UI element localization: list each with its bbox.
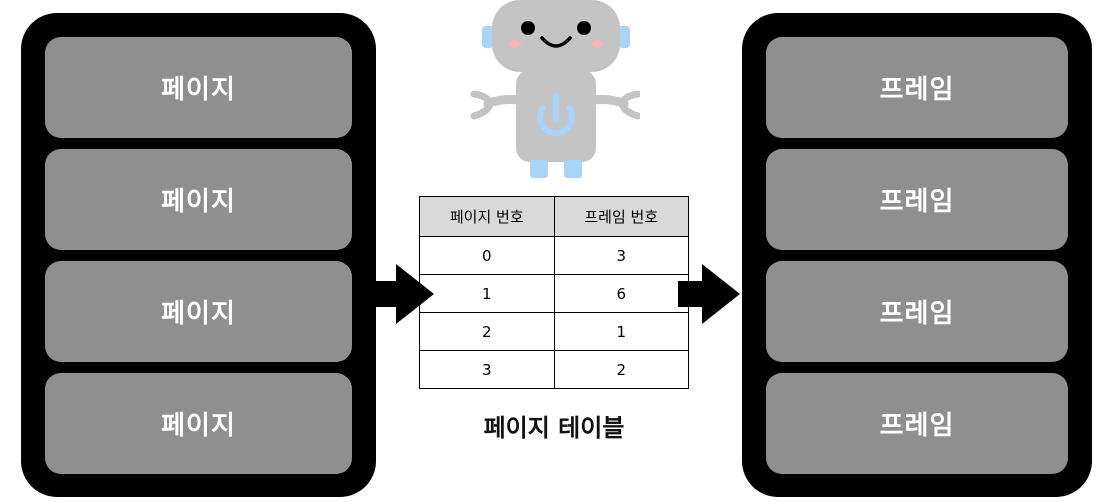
- arrow-right-icon: [372, 264, 434, 324]
- page-block: 페이지: [45, 373, 352, 474]
- page-number-cell: 0: [419, 236, 555, 275]
- frame-block: 프레임: [766, 37, 1068, 138]
- table-row: 3 2: [419, 350, 689, 389]
- page-number-cell: 1: [419, 274, 555, 313]
- pages-panel: 페이지 페이지 페이지 페이지: [21, 13, 376, 497]
- table-row: 0 3: [419, 236, 689, 275]
- frame-number-cell: 6: [553, 274, 689, 313]
- page-table: 페이지 번호 프레임 번호 0 3 1 6 2 1 3 2: [419, 196, 689, 389]
- column-header: 페이지 번호: [419, 196, 555, 237]
- frame-number-cell: 2: [553, 350, 689, 389]
- page-block: 페이지: [45, 149, 352, 250]
- column-header: 프레임 번호: [553, 196, 689, 237]
- page-block: 페이지: [45, 37, 352, 138]
- table-row: 1 6: [419, 274, 689, 313]
- table-row: 2 1: [419, 312, 689, 351]
- page-number-cell: 3: [419, 350, 555, 389]
- table-header-row: 페이지 번호 프레임 번호: [419, 196, 689, 237]
- frame-block: 프레임: [766, 149, 1068, 250]
- frame-block: 프레임: [766, 373, 1068, 474]
- robot-icon: [470, 0, 640, 178]
- page-block: 페이지: [45, 261, 352, 362]
- frame-number-cell: 1: [553, 312, 689, 351]
- frame-block: 프레임: [766, 261, 1068, 362]
- frames-panel: 프레임 프레임 프레임 프레임: [742, 13, 1092, 497]
- frame-number-cell: 3: [553, 236, 689, 275]
- arrow-right-icon: [678, 264, 740, 324]
- page-number-cell: 2: [419, 312, 555, 351]
- power-icon: [537, 93, 575, 137]
- table-caption: 페이지 테이블: [483, 414, 625, 442]
